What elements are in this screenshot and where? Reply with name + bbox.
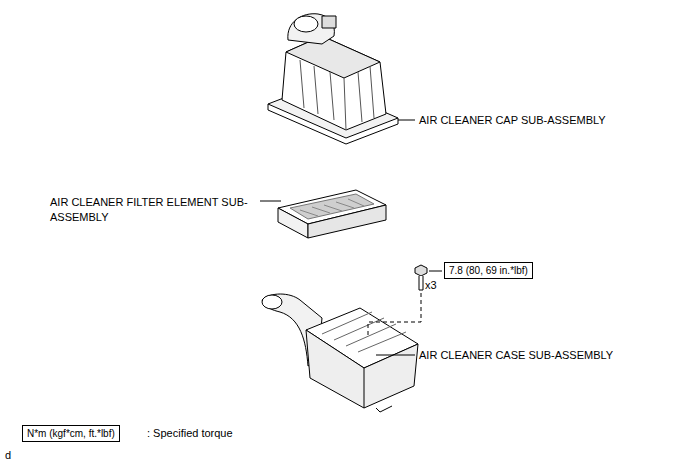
case-bracket xyxy=(376,406,392,412)
legend-text: : Specified torque xyxy=(147,426,233,440)
leader-line xyxy=(429,271,442,272)
leader-line xyxy=(376,355,415,356)
node-text: 7.8 (80, 69 in.*lbf) xyxy=(449,264,528,277)
quantity: x3 xyxy=(425,278,437,292)
part-name: AIR CLEANER CAP SUB-ASSEMBLY xyxy=(419,113,606,127)
case-tube-mouth xyxy=(262,295,282,309)
filter-media xyxy=(290,194,374,219)
case-tray-edge xyxy=(364,368,365,408)
torque-box: 7.8 (80, 69 in.*lbf) xyxy=(444,262,533,279)
bolt xyxy=(415,265,427,276)
cap-outlet-mouth xyxy=(294,16,318,32)
case-ribs xyxy=(322,312,406,352)
filter-pleats xyxy=(300,199,364,216)
part-name: AIR CLEANER CASE SUB-ASSEMBLY xyxy=(419,348,613,362)
leader-line xyxy=(398,120,415,121)
node-text: N*m (kgf*cm, ft.*lbf) xyxy=(27,427,115,440)
figure-code: d xyxy=(5,448,11,462)
cap-ribs xyxy=(300,60,374,130)
bolt-shank xyxy=(419,276,423,290)
case-tray-side xyxy=(306,330,418,408)
cap-connector xyxy=(322,16,336,28)
cap-body xyxy=(282,36,386,130)
cap-top xyxy=(286,36,380,78)
dashed-guide xyxy=(368,293,421,336)
part-name: AIR CLEANER FILTER ELEMENT SUB-ASSEMBLY xyxy=(50,195,255,225)
legend-unit-box: N*m (kgf*cm, ft.*lbf) xyxy=(22,425,120,442)
leader-line xyxy=(260,201,281,202)
